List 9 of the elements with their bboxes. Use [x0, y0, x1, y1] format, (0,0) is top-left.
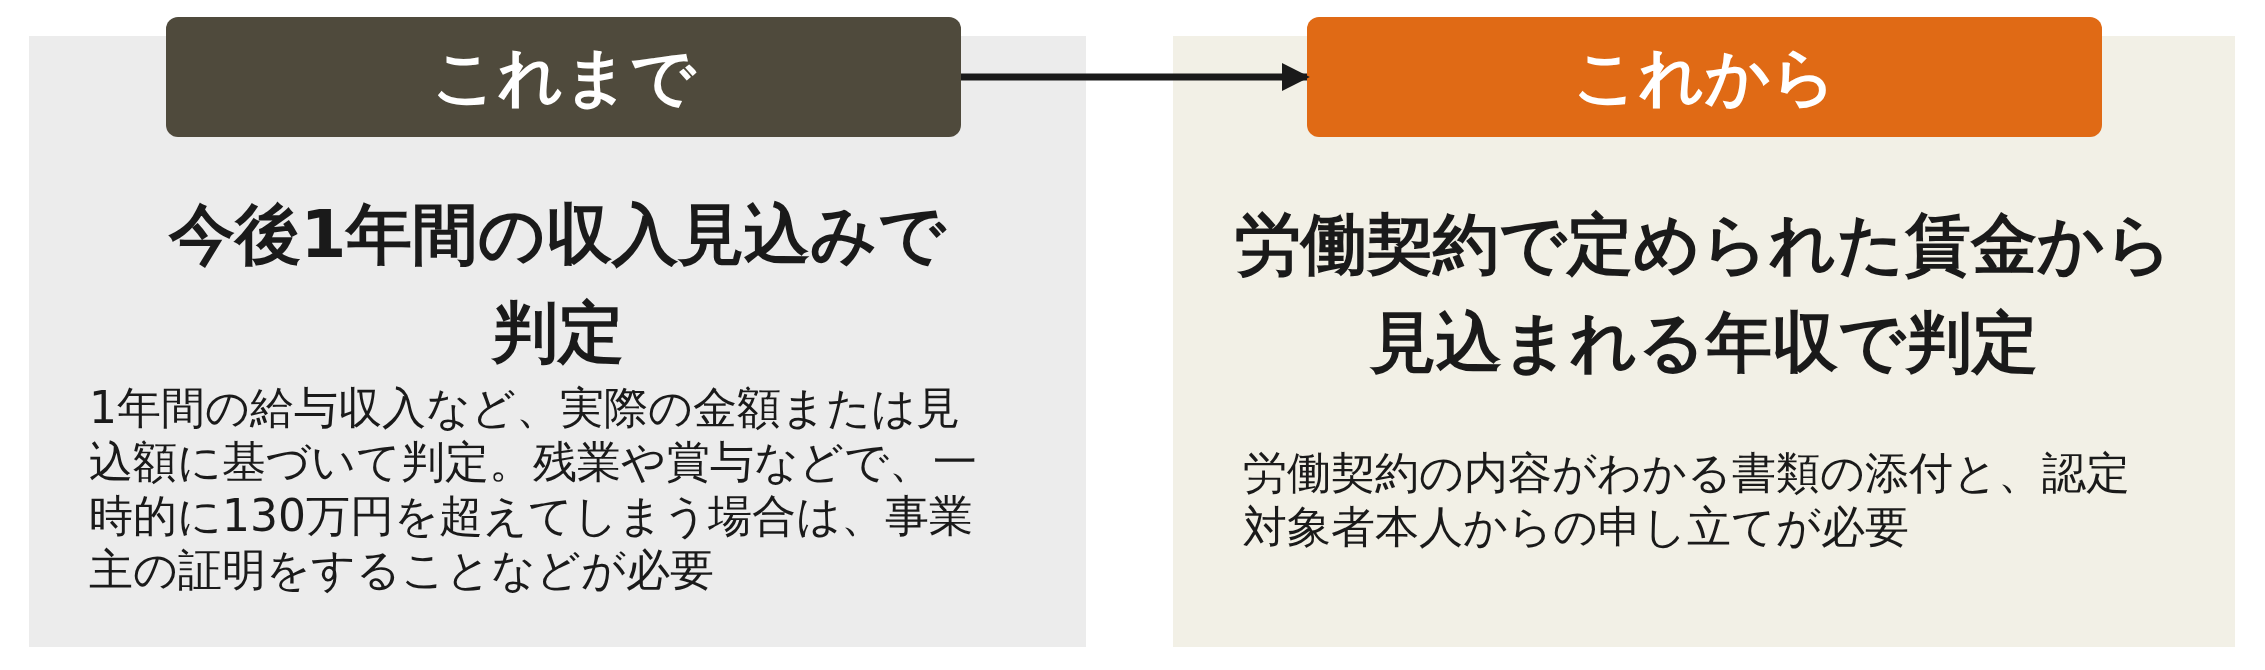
- heading-text: 今後1年間の収入見込みで判定: [167, 195, 948, 373]
- header-box: [1307, 17, 2102, 137]
- header-box: [166, 17, 961, 137]
- body-text: 労働契約の内容がわかる書類の添付と、認定対象者本人からの申し立てが必要: [1243, 446, 2131, 554]
- header-label: これまで: [431, 38, 696, 116]
- heading-text: 労働契約で定められた賃金から見込まれる年収で判定: [1234, 205, 2174, 383]
- arrow: [961, 63, 1310, 91]
- header-label: これから: [1572, 38, 1837, 116]
- body-text: 1年間の給与収入など、実際の金額または見込額に基づいて判定。残業や賞与などで、一時的に130万円を超えてしまう場合は、事業主の証明をすることなどが必要: [89, 381, 978, 597]
